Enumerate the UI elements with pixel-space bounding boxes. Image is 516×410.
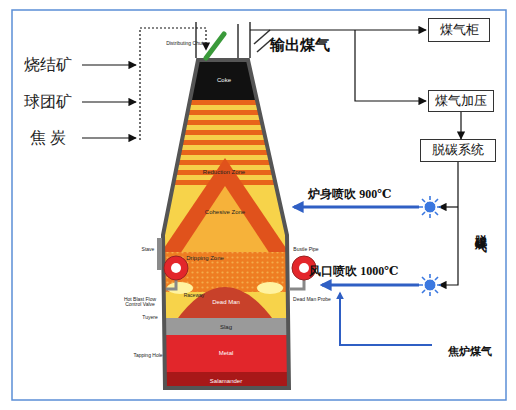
charge-arrows [82,137,136,138]
charge-arrows [140,28,206,140]
furnace-interior [175,287,275,322]
zone-label: Salamander [210,378,242,384]
zone-label: Raceway [184,293,205,298]
stave-symbol [157,238,162,270]
hot-blast-right [299,263,309,273]
box-text: 煤气柜 [440,23,479,37]
zone-label: Slag [220,324,232,330]
gas-lines [355,30,426,101]
process-box: 煤气柜 [428,18,490,42]
process-box: 脱碳系统 [420,139,496,162]
flow-label: 炉身喷吹 900℃ [308,188,391,201]
input-label: 烧结矿 [24,57,72,74]
process-box: 煤气加压 [428,90,494,112]
frame [12,10,506,400]
furnace-top [237,24,239,58]
gas-lines [250,29,426,30]
hot-blast-right [289,280,304,289]
zone-label: Coke [217,77,231,83]
part-label: Stave [142,247,155,252]
furnace-interior [150,55,300,395]
input-label: 焦 炭 [30,130,66,147]
part-label: Distributing Chute [166,41,206,46]
furnace-interior [160,158,290,254]
furnace-interior [150,60,300,100]
flow-arrow [460,112,461,139]
zone-label: Metal [219,350,234,356]
flow-label: 输出煤气 [270,38,330,54]
part-label: Tapping Hole [133,353,162,358]
heater-symbol [419,196,441,218]
furnace-interior [180,186,270,254]
furnace-interior [257,282,283,294]
hot-blast-left [164,256,188,280]
charge-arrows [82,64,136,65]
gas-lines [439,206,458,207]
hot-blast-left [164,256,188,289]
part-label: Dead Man Probe [293,297,331,302]
zone-label: Cohesive Zone [205,209,245,215]
injection-arrows [340,293,432,345]
part-label: Tuyere [142,315,157,320]
box-text: 煤气加压 [435,94,487,108]
injection-arrows [322,284,419,287]
furnace-interior [150,335,300,372]
injection-arrows [294,206,419,209]
hot-blast-left [166,280,176,289]
furnace-top [249,22,251,58]
zone-label: Reduction Zone [203,169,245,175]
injection-arrows [294,207,432,345]
charge-arrows [82,28,206,140]
part-label: Bustle Pipe [293,247,318,252]
input-label: 球团矿 [24,94,72,111]
distributing-chute [206,34,224,58]
gas-lines [439,162,458,285]
flow-label: 脱碳煤气 [475,224,488,232]
furnace-interior [150,318,300,335]
furnace-interior [150,55,300,395]
furnace-interior [150,100,300,185]
heater-symbol [419,274,441,296]
furnace-top [196,22,273,58]
box-text: 脱碳系统 [432,143,484,157]
flow-label: 焦炉煤气 [448,346,492,358]
flow-label: 风口喷吹 1000℃ [309,265,398,278]
charge-arrows [82,101,136,102]
furnace-shell [163,60,289,388]
zone-label: Dead Man [212,299,240,305]
hot-blast-left [171,263,181,273]
zone-label: Dripping Zone [186,255,224,261]
part-label: Hot Blast Flow Control Valve [120,297,160,308]
